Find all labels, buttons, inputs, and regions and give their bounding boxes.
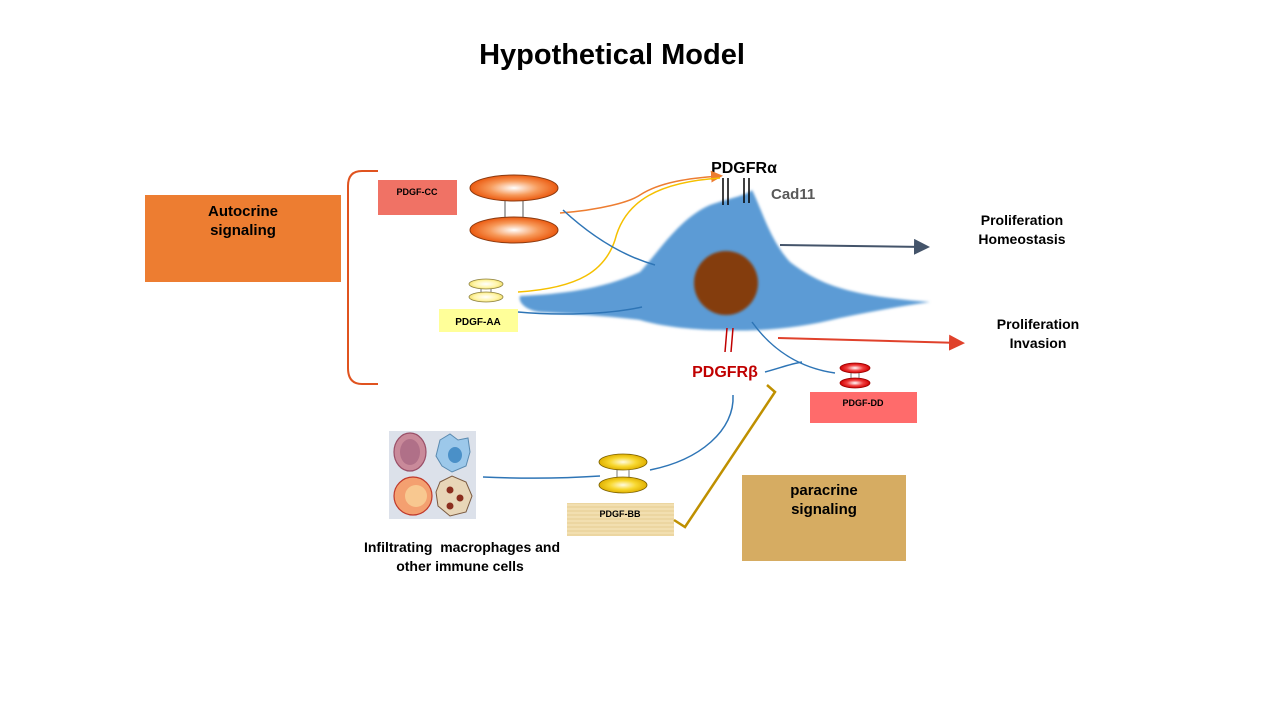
pdgf-cc-dimer-bottom [469, 216, 559, 244]
macrophage-granule [456, 494, 464, 502]
signaling-connectors [482, 170, 836, 529]
immune-cells-label-line2: other immune cells [396, 558, 524, 574]
pdgf-cc-label: PDGF-CC [397, 187, 438, 197]
outcome-homeostasis: Proliferation Homeostasis [978, 212, 1065, 247]
pdgf-cc-label-box [378, 180, 457, 215]
macrophage-icon [435, 475, 473, 517]
pdgf-bb-label-box [567, 503, 674, 536]
pdgf-aa-label-box [439, 309, 518, 332]
macrophage-granule [446, 502, 454, 510]
red-blood-cell-core [400, 439, 420, 465]
cad11-label: Cad11 [771, 186, 815, 203]
pdgfr-beta-receptor: PDGFRβ [692, 327, 758, 381]
macrophage-granule [446, 486, 454, 494]
paracrine-label-line1: paracrine [790, 482, 858, 499]
paracrine-signaling-box: paracrine signaling [742, 475, 906, 561]
pdgfr-alpha-receptor: PDGFRα [711, 160, 777, 205]
lymphocyte-nucleus [405, 485, 427, 507]
autocrine-label-line1: Autocrine [208, 203, 278, 220]
pdgf-dd-label-box [810, 392, 917, 423]
immune-cells-illustration [389, 431, 476, 519]
pdgf-aa-to-cell-line [517, 306, 643, 315]
autocrine-label-line2: signaling [210, 222, 276, 239]
outcome-top-line2: Homeostasis [978, 231, 1065, 247]
pdgf-cc-to-cell-line [562, 209, 656, 266]
paracrine-bracket [673, 384, 777, 529]
homeostasis-arrow [779, 238, 930, 255]
outcome-top-line1: Proliferation [981, 212, 1063, 228]
pdgf-aa-ligand: PDGF-AA [439, 278, 518, 332]
pdgf-dd-to-beta-line [764, 361, 803, 373]
dendritic-cell-nucleus [448, 447, 462, 463]
pdgf-cc-ligand: PDGF-CC [378, 174, 559, 244]
pdgf-dd-ligand: PDGF-DD [810, 362, 917, 423]
pdgf-aa-label: PDGF-AA [455, 317, 501, 328]
outcome-invasion: Proliferation Invasion [997, 316, 1079, 351]
diagram-title: Hypothetical Model [479, 39, 745, 71]
pdgf-bb-to-beta-line [649, 394, 734, 471]
paracrine-label-line2: signaling [791, 501, 857, 518]
pdgf-cc-dimer-top [469, 174, 559, 202]
autocrine-signaling-box: Autocrine signaling [145, 195, 341, 282]
cell-nucleus [694, 251, 758, 315]
pdgf-bb-label: PDGF-BB [600, 509, 641, 519]
immune-cells-label-line1: Infiltrating macrophages and [364, 539, 560, 555]
pdgf-dd-to-cell-line [751, 321, 836, 374]
pdgfr-beta-label: PDGFRβ [692, 364, 758, 381]
autocrine-box-fill [145, 195, 341, 282]
pdgf-cc-to-alpha-arrow [559, 170, 723, 214]
paracrine-box-fill [742, 475, 906, 561]
outcome-bottom-line2: Invasion [1010, 335, 1067, 351]
outcome-bottom-line1: Proliferation [997, 316, 1079, 332]
pdgf-dd-label: PDGF-DD [843, 398, 884, 408]
autocrine-bracket [347, 170, 378, 385]
fibroblast-cell [519, 190, 930, 331]
pdgf-bb-ligand: PDGF-BB [567, 453, 674, 536]
invasion-arrow [777, 334, 965, 351]
pdgfr-alpha-label: PDGFRα [711, 160, 777, 177]
immune-to-pdgf-bb-line [482, 475, 601, 479]
pdgf-aa-to-alpha-line [517, 177, 721, 293]
